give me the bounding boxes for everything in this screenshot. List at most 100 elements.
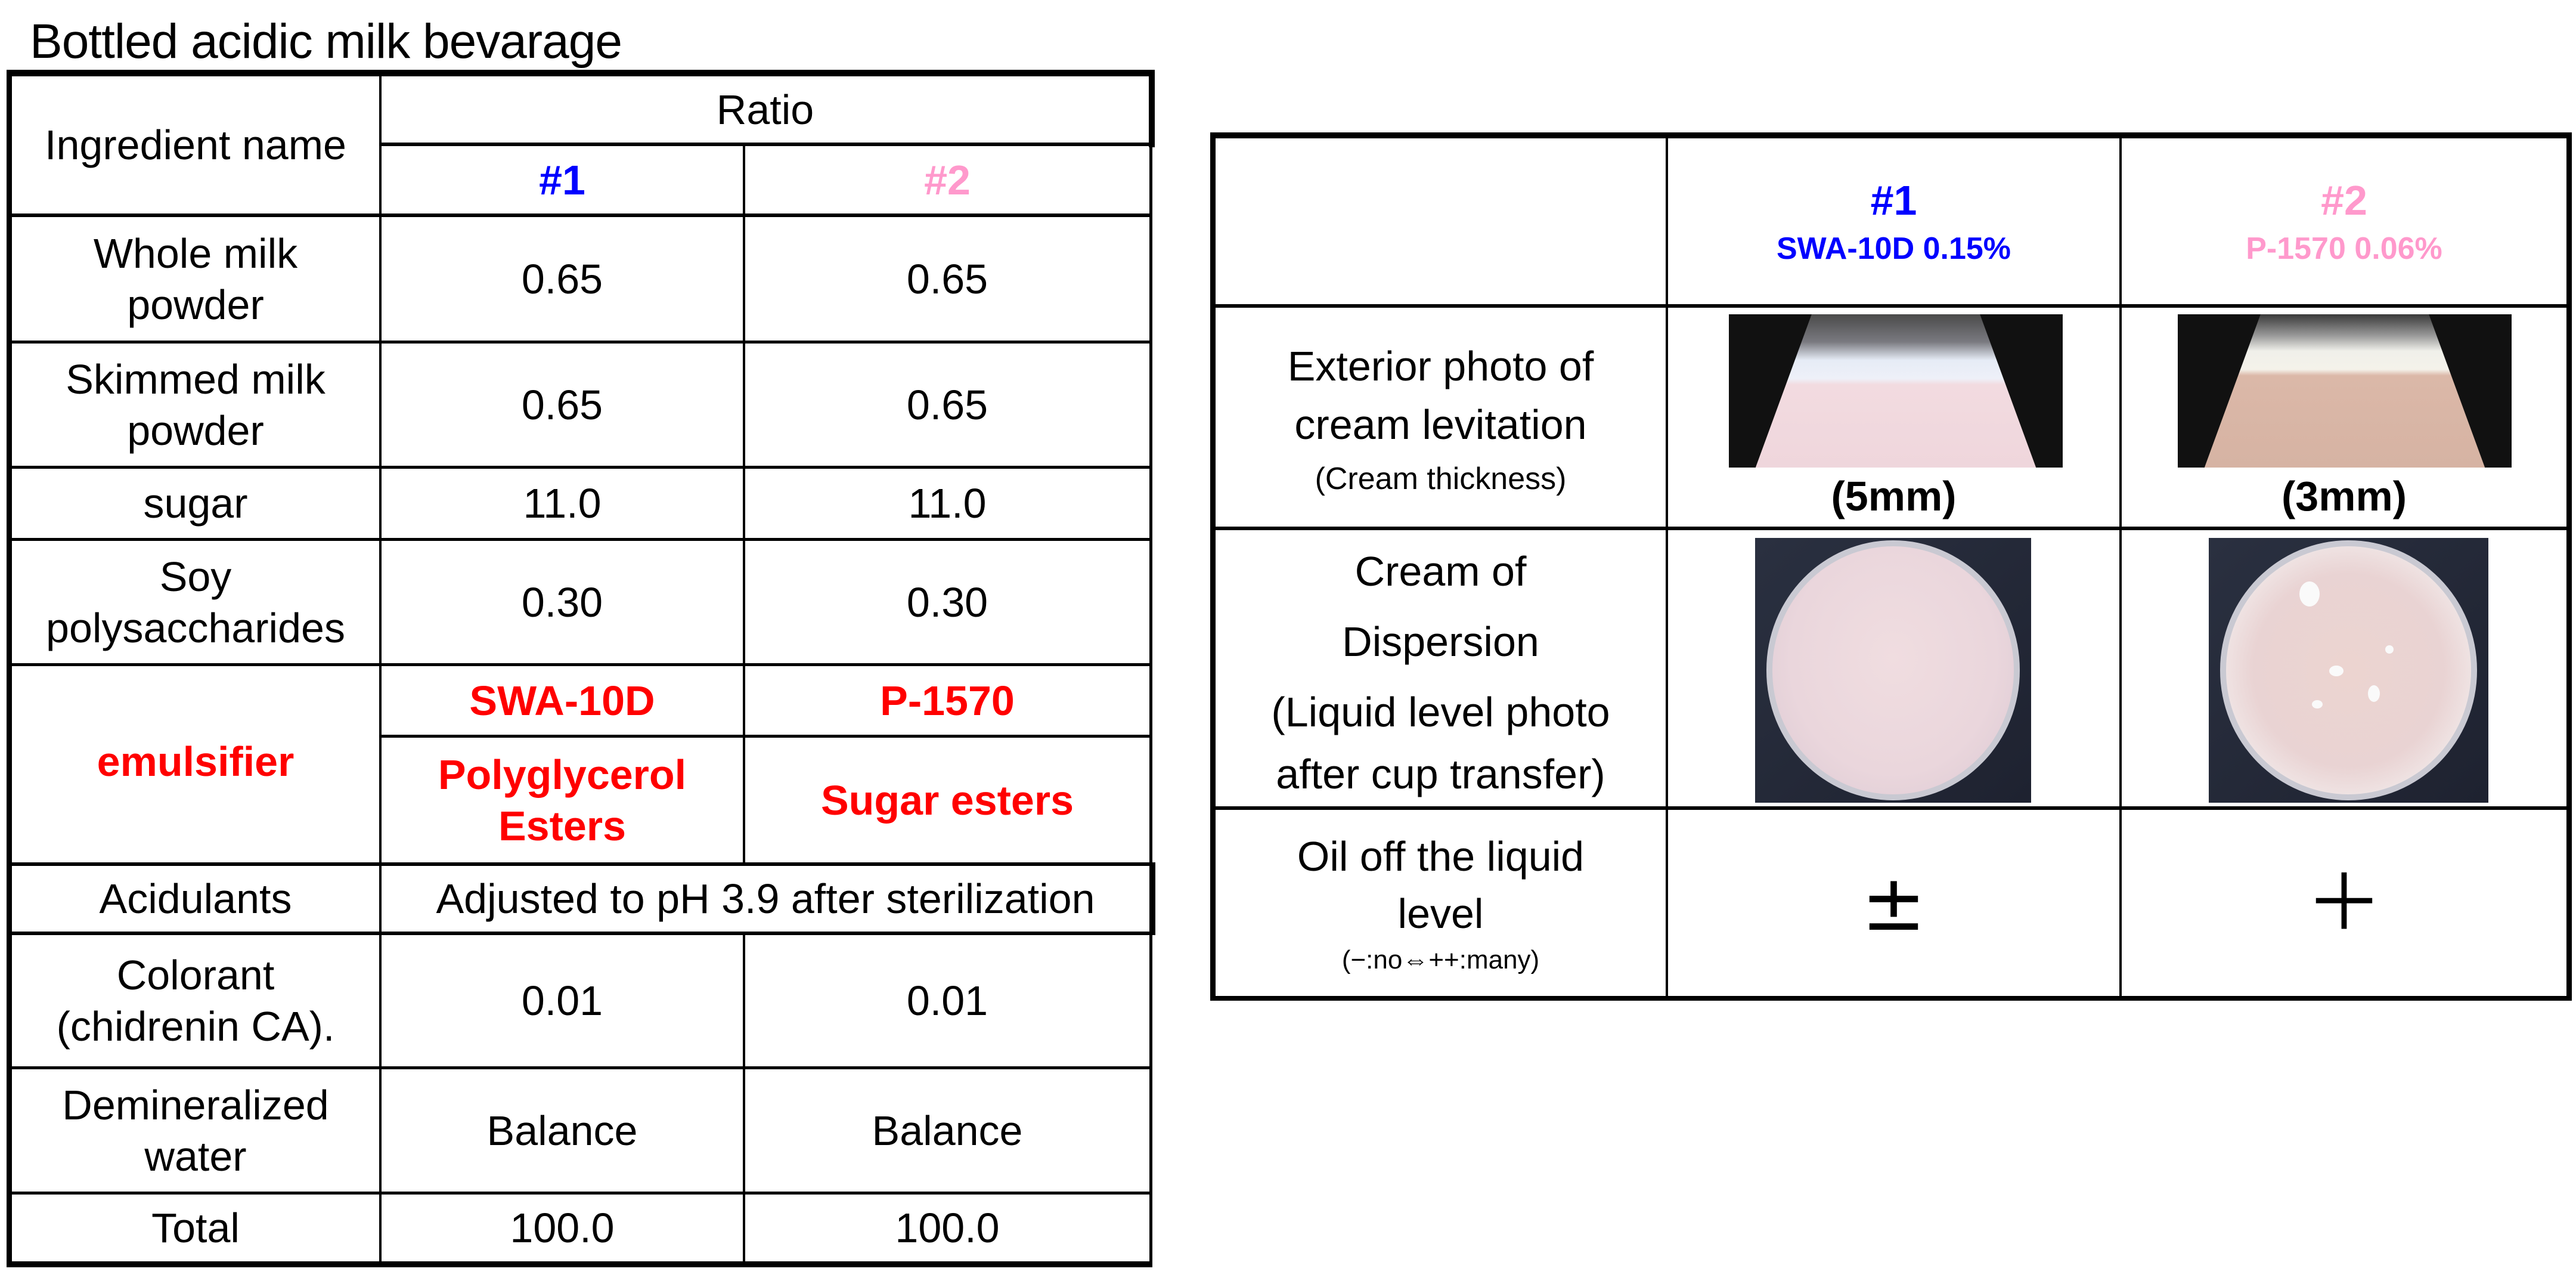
- value: 0.65: [521, 255, 603, 302]
- ratio-header: Ratio: [382, 76, 1149, 143]
- value: Adjusted to pH 3.9 after sterilization: [436, 875, 1095, 922]
- exterior-photo-label: Exterior photo of cream levitation (Crea…: [1216, 308, 1666, 527]
- legend: (−:no⇔++:many): [1341, 945, 1540, 974]
- col-divider-2: [743, 143, 745, 865]
- line: Esters: [498, 802, 627, 849]
- emulsifier-split-line: [380, 735, 1152, 738]
- row-line: [1210, 527, 2572, 530]
- value: Balance: [486, 1107, 638, 1154]
- value: 0.65: [906, 381, 988, 428]
- line: Oil off the liquid: [1297, 833, 1585, 880]
- line: Exterior photo of: [1287, 342, 1594, 389]
- line: polysaccharides: [46, 604, 345, 651]
- row-line: [7, 1192, 1152, 1195]
- ingredient-name: Whole milk powder: [12, 217, 379, 341]
- table-border-right: [1149, 143, 1152, 865]
- oil-off-sample-1: ±: [1668, 810, 2119, 996]
- sample-2-value: Balance: [745, 1069, 1149, 1192]
- value: 0.65: [521, 381, 603, 428]
- sample-id: #2: [2321, 177, 2367, 224]
- header-label: Ratio: [716, 86, 814, 133]
- sample-id: #1: [1870, 177, 1917, 224]
- line: (Liquid level photo: [1271, 688, 1610, 735]
- sample-2-emulsifier-type: Sugar esters: [745, 738, 1149, 862]
- line: Skimmed milk: [66, 355, 326, 403]
- sample-1-header: #1 SWA-10D 0.15%: [1668, 138, 2119, 304]
- line: powder: [127, 281, 264, 328]
- line: Soy: [159, 553, 232, 600]
- sample-2-value: 0.65: [745, 344, 1149, 466]
- acid-border-right: [1149, 864, 1155, 935]
- table-border-left: [1210, 132, 1216, 1001]
- sample-2-value: 100.0: [745, 1195, 1149, 1261]
- sample-id: #2: [924, 156, 971, 203]
- value: 0.01: [521, 977, 603, 1024]
- line: water: [144, 1133, 247, 1180]
- table-border-top: [1210, 132, 2572, 138]
- dispersion-photo-sample-2: [2209, 538, 2488, 803]
- line: Polyglycerol: [438, 751, 687, 798]
- row-line: [1210, 806, 2572, 810]
- line: Cream of: [1354, 547, 1527, 595]
- value: 0.01: [906, 977, 988, 1024]
- emulsifier-label: emulsifier: [12, 666, 379, 862]
- value: SWA-10D: [469, 677, 655, 724]
- row-line: [7, 932, 1155, 935]
- cream-thickness-sample-2: (3mm): [2122, 468, 2566, 524]
- acidulants-value: Adjusted to pH 3.9 after sterilization: [382, 866, 1149, 932]
- value: 100.0: [510, 1205, 615, 1251]
- line: after cup transfer): [1276, 750, 1605, 797]
- value: Sugar esters: [820, 776, 1074, 824]
- table-border-top: [7, 70, 1155, 76]
- sample-1-header: #1: [382, 146, 743, 214]
- sample-1-value: 0.65: [382, 217, 743, 341]
- row-line: [7, 862, 1155, 866]
- value: 11.0: [523, 480, 602, 527]
- table-border-right-lower: [1149, 933, 1152, 1267]
- value: 0.30: [906, 578, 988, 626]
- col-divider-1: [379, 75, 382, 1264]
- line: (chidrenin CA).: [56, 1003, 335, 1050]
- line: powder: [127, 407, 264, 454]
- sample-1-value: Balance: [382, 1069, 743, 1192]
- table-border-bottom: [7, 1261, 1152, 1267]
- dispersion-label: Cream of Dispersion (Liquid level photo …: [1216, 530, 1666, 806]
- ingredient-name-header: Ingredient name: [12, 76, 379, 214]
- table-border-right: [2566, 132, 2572, 1001]
- line: cream levitation: [1294, 401, 1587, 448]
- value: 0.65: [906, 255, 988, 302]
- sample-desc: SWA-10D 0.15%: [1776, 231, 2011, 266]
- sample-1-value: 0.01: [382, 935, 743, 1066]
- caption: (5mm): [1831, 472, 1957, 519]
- line: sugar: [143, 480, 248, 527]
- dish-image: [2219, 540, 2478, 800]
- line: Colorant: [116, 952, 275, 998]
- rating: ±: [1861, 858, 1926, 948]
- sub-label: (Cream thickness): [1315, 461, 1567, 496]
- sample-1-value: 0.30: [382, 541, 743, 663]
- flask-image: [1755, 314, 2036, 468]
- line: Whole milk: [93, 230, 298, 277]
- rating: ＋: [2305, 858, 2383, 948]
- oil-off-label: Oil off the liquid level (−:no⇔++:many): [1216, 810, 1666, 996]
- dispersion-photo-sample-1: [1755, 538, 2031, 803]
- ingredient-name: Soy polysaccharides: [12, 541, 379, 663]
- line: level: [1397, 890, 1484, 937]
- row-line: [7, 663, 1152, 666]
- value: P-1570: [880, 677, 1015, 724]
- flask-image: [2204, 314, 2485, 468]
- sample-2-emulsifier-product: P-1570: [745, 666, 1149, 735]
- ingredient-name: Total: [12, 1195, 379, 1261]
- value: 0.30: [521, 578, 603, 626]
- sample-2-value: 0.30: [745, 541, 1149, 663]
- header-label: Ingredient name: [45, 122, 346, 168]
- line: Acidulants: [99, 875, 292, 922]
- sample-1-value: 100.0: [382, 1195, 743, 1261]
- row-line: [7, 538, 1152, 541]
- sample-2-header: #2: [745, 146, 1149, 214]
- ingredient-name: Demineralized water: [12, 1069, 379, 1192]
- sample-2-value: 11.0: [745, 469, 1149, 538]
- sample-2-value: 0.01: [745, 935, 1149, 1066]
- ratio-split-line: [380, 143, 1154, 146]
- value: 100.0: [895, 1205, 1000, 1251]
